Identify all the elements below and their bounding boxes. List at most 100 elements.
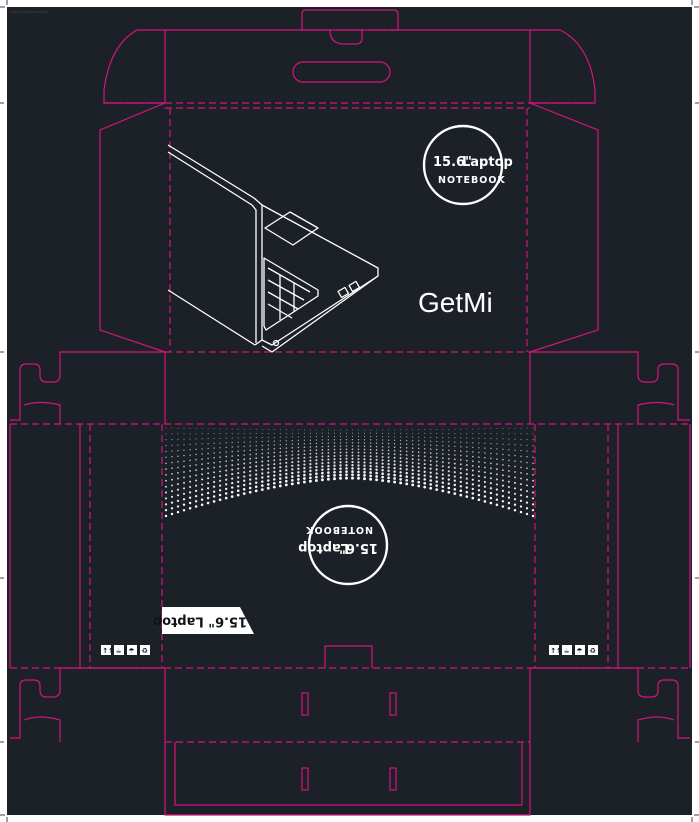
pattern-dot bbox=[261, 456, 264, 459]
pattern-dot bbox=[399, 474, 402, 478]
pattern-dot bbox=[406, 439, 408, 442]
pattern-dot bbox=[532, 445, 534, 447]
pattern-dot bbox=[230, 490, 234, 494]
pattern-dot bbox=[315, 472, 318, 476]
pattern-dot bbox=[532, 462, 534, 464]
pattern-dot bbox=[459, 489, 463, 492]
pattern-dot bbox=[435, 484, 439, 487]
pattern-dot bbox=[478, 428, 480, 430]
pattern-dot bbox=[520, 438, 522, 440]
pattern-dot bbox=[363, 467, 366, 471]
pattern-dot bbox=[357, 470, 360, 474]
pattern-dot bbox=[490, 438, 492, 440]
pattern-dot bbox=[183, 449, 185, 451]
pattern-dot bbox=[352, 429, 353, 431]
pattern-dot bbox=[206, 487, 210, 490]
pattern-dot bbox=[447, 478, 450, 481]
pattern-dot bbox=[447, 490, 451, 494]
pattern-dot bbox=[279, 462, 282, 465]
pattern-dot bbox=[375, 475, 378, 478]
pattern-dot bbox=[219, 475, 222, 478]
pattern-dot bbox=[176, 488, 180, 491]
pattern-dot bbox=[219, 470, 222, 473]
pattern-dot bbox=[525, 495, 529, 498]
pattern-dot bbox=[436, 436, 438, 439]
pattern-dot bbox=[357, 467, 360, 470]
pattern-dot bbox=[375, 442, 378, 444]
pattern-dot bbox=[399, 464, 402, 467]
pattern-dot bbox=[219, 428, 221, 430]
pattern-dot bbox=[182, 508, 186, 512]
pattern-dot bbox=[526, 439, 528, 441]
pattern-dot bbox=[345, 460, 348, 464]
this-way-up-icon: ↑↑ bbox=[102, 647, 114, 655]
pattern-dot bbox=[514, 465, 516, 468]
pattern-dot bbox=[496, 433, 498, 435]
pattern-dot bbox=[183, 433, 185, 435]
pattern-dot bbox=[315, 442, 318, 445]
pattern-dot bbox=[478, 451, 480, 454]
pattern-dot bbox=[501, 489, 504, 492]
pattern-dot bbox=[224, 496, 228, 500]
pattern-dot bbox=[435, 448, 438, 451]
pattern-dot bbox=[346, 429, 347, 431]
fragile-glass-icon: ☕ bbox=[116, 647, 122, 655]
pattern-dot bbox=[417, 455, 420, 457]
pattern-dot bbox=[381, 472, 384, 476]
pattern-dot bbox=[357, 457, 360, 461]
pattern-dot bbox=[249, 449, 251, 452]
pattern-dot bbox=[231, 446, 233, 448]
pattern-dot bbox=[261, 432, 263, 435]
pattern-dot bbox=[249, 461, 252, 464]
pattern-dot bbox=[345, 445, 348, 447]
pattern-dot bbox=[513, 503, 517, 506]
pattern-dot bbox=[279, 466, 282, 469]
pattern-dot bbox=[327, 451, 330, 454]
pattern-dot bbox=[448, 445, 450, 447]
pattern-dot bbox=[430, 429, 432, 430]
pattern-dot bbox=[309, 429, 311, 431]
pattern-dot bbox=[459, 454, 462, 457]
pattern-dot bbox=[495, 503, 499, 507]
pattern-dot bbox=[526, 478, 528, 481]
pattern-dot bbox=[489, 501, 493, 505]
pattern-dot bbox=[388, 432, 390, 434]
pattern-dot bbox=[260, 484, 264, 487]
pattern-dot bbox=[315, 465, 318, 469]
pattern-dot bbox=[345, 464, 348, 467]
pattern-dot bbox=[472, 451, 474, 453]
pattern-dot bbox=[333, 470, 336, 474]
pattern-dot bbox=[502, 438, 504, 440]
pattern-dot bbox=[165, 456, 167, 458]
pattern-dot bbox=[333, 455, 336, 457]
pattern-dot bbox=[526, 467, 528, 470]
pattern-dot bbox=[231, 468, 234, 471]
pattern-dot bbox=[351, 445, 354, 447]
pattern-dot bbox=[532, 474, 534, 476]
header-code: www.dielines.example bbox=[9, 10, 48, 14]
pattern-dot bbox=[441, 477, 444, 480]
pattern-dot bbox=[273, 463, 276, 466]
pattern-dot bbox=[200, 503, 204, 507]
pattern-dot bbox=[435, 480, 438, 483]
pattern-dot bbox=[177, 438, 179, 440]
pattern-dot bbox=[532, 456, 534, 458]
pattern-dot bbox=[237, 441, 239, 443]
pattern-dot bbox=[369, 439, 372, 441]
pattern-dot bbox=[285, 465, 288, 468]
pattern-dot bbox=[370, 435, 372, 438]
pattern-dot bbox=[363, 455, 366, 457]
pattern-dot bbox=[381, 452, 384, 455]
pattern-dot bbox=[333, 432, 336, 434]
pattern-dot bbox=[357, 451, 360, 454]
pattern-dot bbox=[393, 463, 396, 466]
pattern-dot bbox=[478, 461, 480, 463]
pattern-dot bbox=[351, 476, 354, 480]
pattern-dot bbox=[387, 446, 390, 448]
pattern-dot bbox=[430, 436, 432, 438]
pattern-dot bbox=[370, 429, 372, 431]
pattern-dot bbox=[177, 455, 179, 457]
pattern-dot bbox=[447, 453, 450, 456]
pattern-dot bbox=[453, 466, 456, 469]
pattern-dot bbox=[261, 464, 264, 467]
